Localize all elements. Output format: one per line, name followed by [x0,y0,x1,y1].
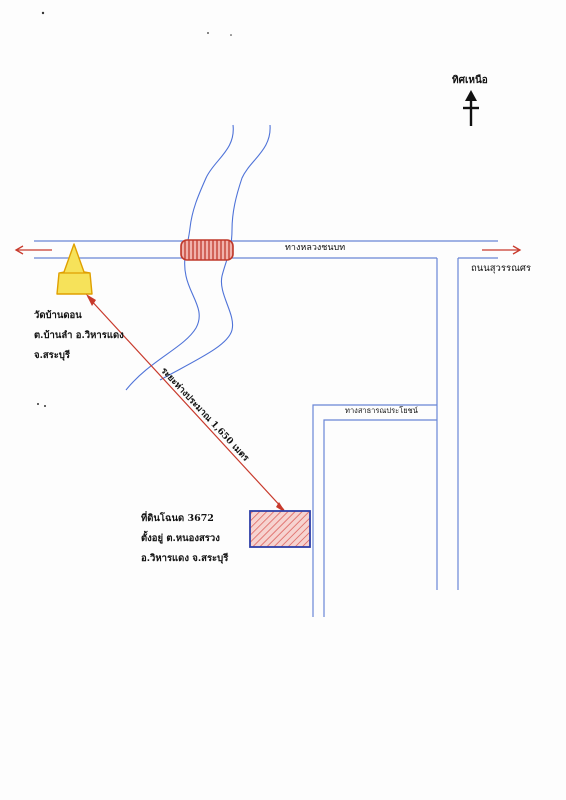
temple-address-line2: จ.สระบุรี [34,350,71,361]
land-location-line1: ตั้งอยู่ ต.หนองสรวง [141,533,220,544]
public-way-lines [312,404,437,617]
land-parcel [249,510,311,548]
land-location-line2: อ.วิหารแดง จ.สระบุรี [141,553,229,564]
rural-road-lines [34,240,498,259]
main-road-vertical [436,258,459,590]
public-way-label: ทางสาธารณประโยชน์ [345,406,418,415]
temple-label: วัดบ้านดอน ต.บ้านลำ อ.วิหารแดง จ.สระบุรี [34,306,124,366]
temple-icon [56,243,93,295]
bridge [180,239,234,261]
land-deed-number: ที่ดินโฉนด 3672 [141,513,214,524]
temple-name: วัดบ้านดอน [34,310,82,321]
main-road-label: ถนนสุวรรณศร [471,263,532,274]
north-arrow-icon [463,90,479,126]
scan-marks [37,11,232,407]
rural-road-label: ทางหลวงชนบท [285,243,346,253]
road-direction-arrows [14,245,522,255]
temple-address-line1: ต.บ้านลำ อ.วิหารแดง [34,330,124,341]
north-label: ทิศเหนือ [452,75,488,86]
land-label: ที่ดินโฉนด 3672 ตั้งอยู่ ต.หนองสรวง อ.วิ… [141,509,228,569]
